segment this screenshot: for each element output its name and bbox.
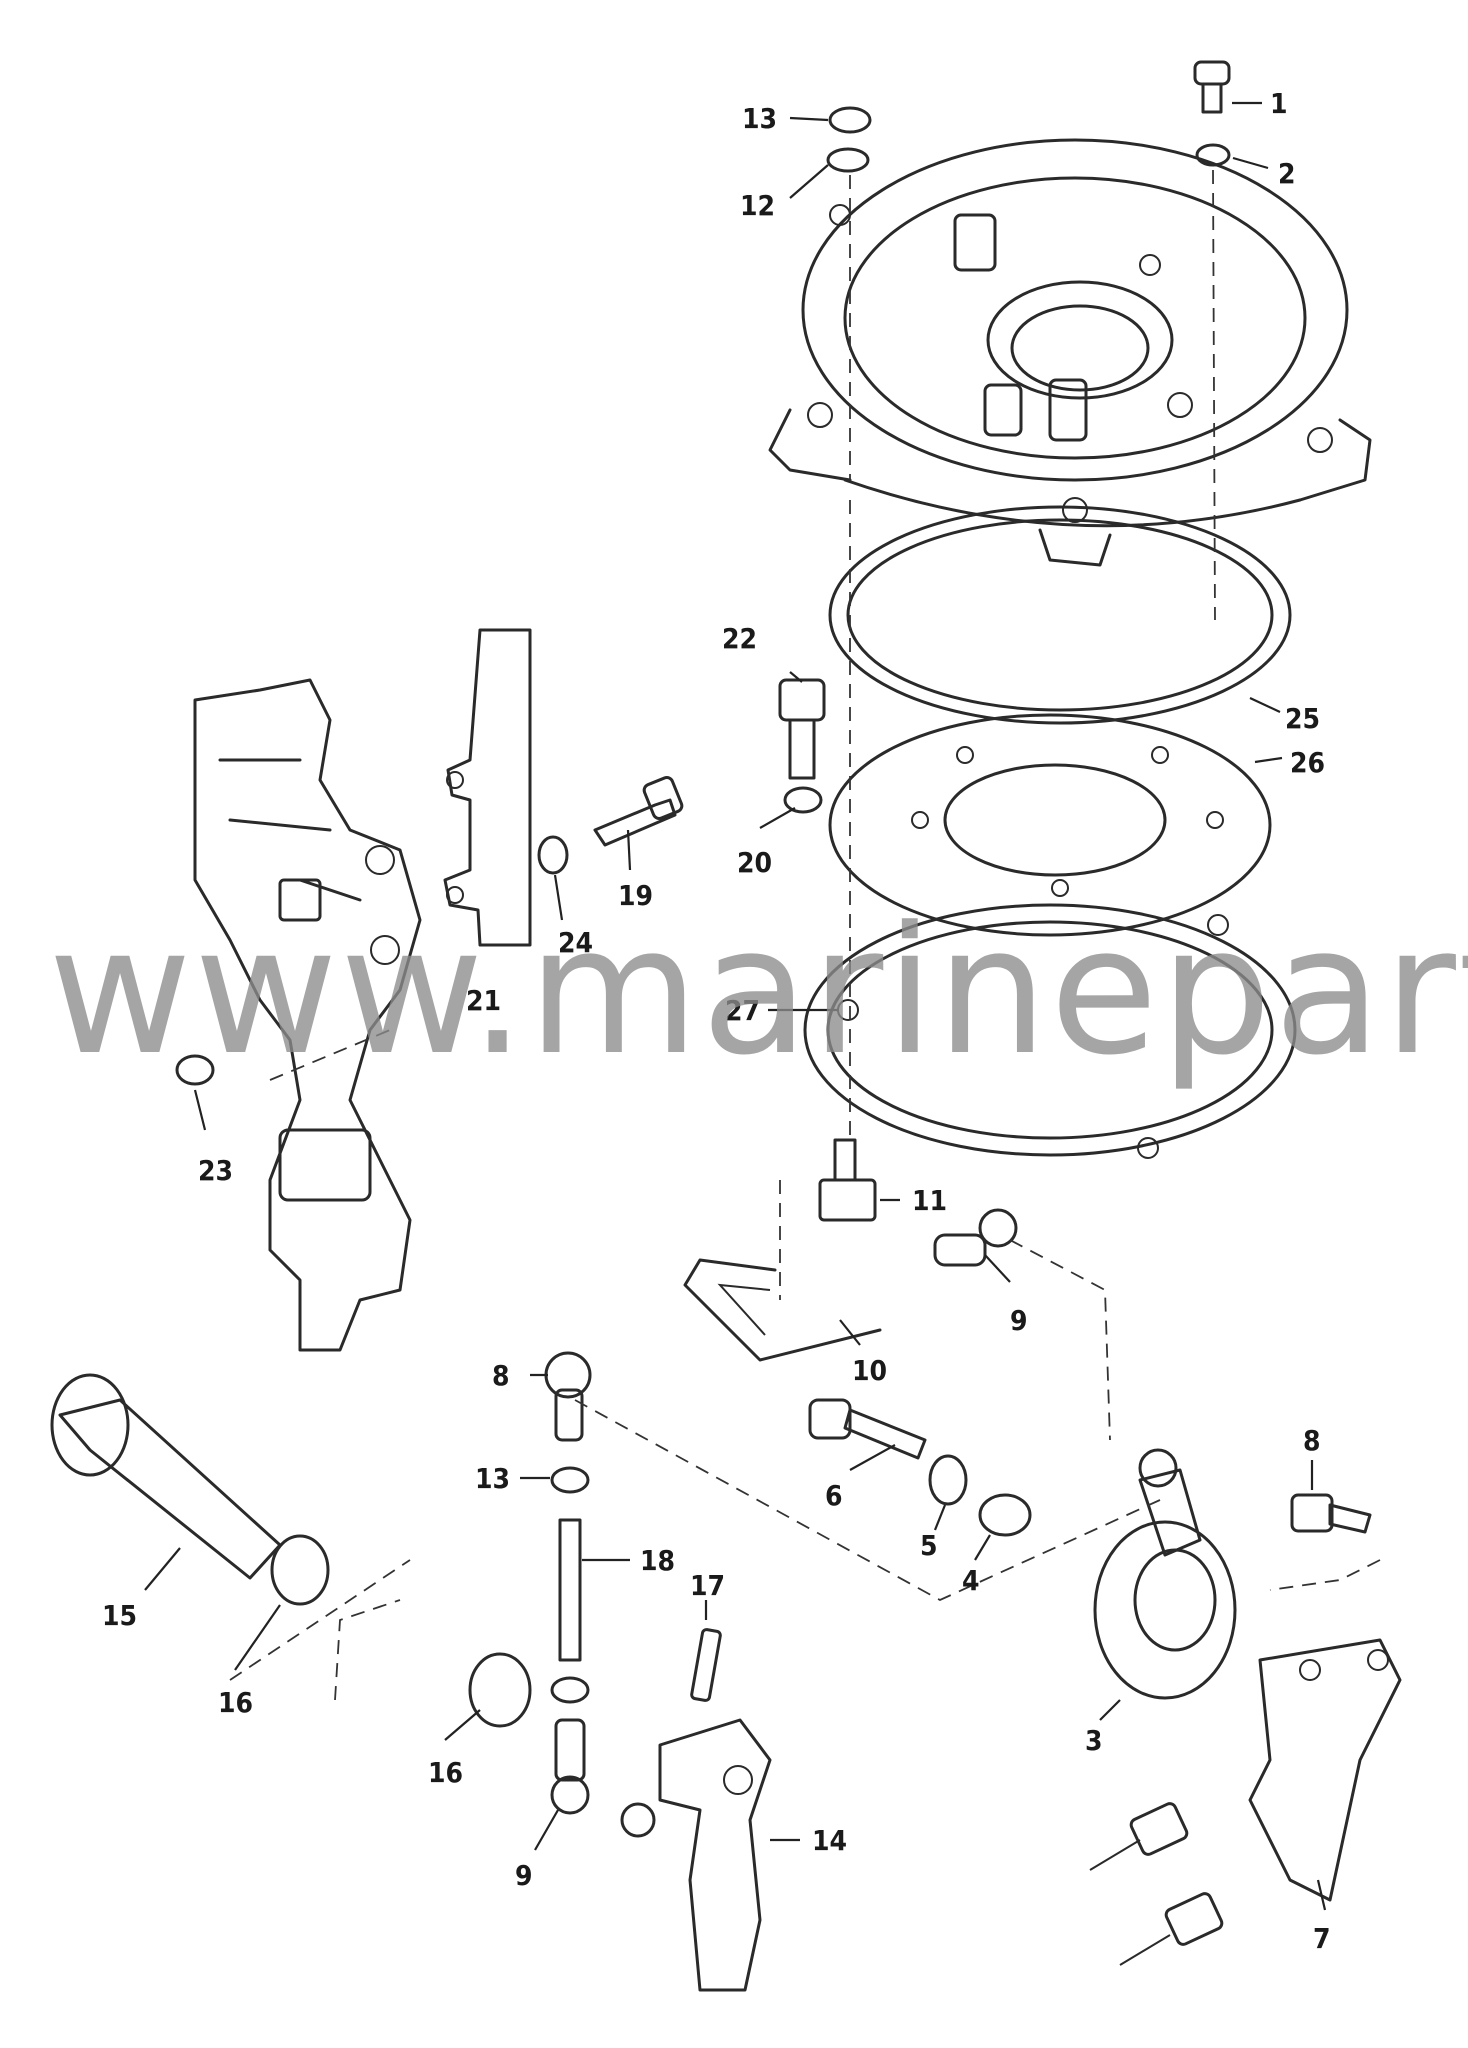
label-6: 6 [825,1479,843,1512]
retaining-ring-25 [828,505,1292,725]
throttle-lever-14 [620,1718,772,1992]
washer-5 [928,1454,968,1506]
label-17: 17 [690,1569,725,1602]
label-27: 27 [725,994,760,1027]
spacer-4 [978,1493,1032,1537]
label-9-lower: 9 [515,1859,533,1892]
label-16-right: 16 [428,1756,463,1789]
switches [1089,1802,1224,1966]
label-2: 2 [1278,157,1296,190]
bolt-6 [808,1398,927,1460]
ball-joint-9-upper [933,1208,1018,1267]
crankcase-fragment [193,678,422,1352]
pin-17 [690,1628,722,1702]
link-rod-10 [683,1258,882,1362]
label-20: 20 [737,846,772,879]
bolt-8-right [1290,1493,1372,1534]
label-8-right: 8 [1303,1424,1321,1457]
washer-24 [537,835,569,875]
screw-1 [1193,60,1231,114]
label-26: 26 [1290,746,1325,779]
label-12: 12 [740,189,775,222]
label-5: 5 [920,1529,938,1562]
ball-joint-9-lower [550,1718,590,1815]
label-1: 1 [1270,87,1288,120]
label-13-top: 13 [742,102,777,135]
bushing-16-left [270,1534,330,1606]
ball-joint-8-mid [544,1351,592,1442]
washer-20 [783,786,823,814]
mounting-plate-7 [1248,1638,1402,1902]
watermark: www.marineparts.eu [48,889,1468,1094]
stator-plate [768,138,1372,567]
gasket-ring-26 [828,713,1272,937]
ring-27 [803,903,1297,1159]
label-25: 25 [1285,702,1320,735]
label-13-mid: 13 [475,1462,510,1495]
label-24: 24 [558,926,593,959]
callout-labels: 1 2 13 12 25 26 22 20 19 24 21 27 23 11 … [102,87,1331,1955]
label-7: 7 [1313,1922,1331,1955]
label-19: 19 [618,879,653,912]
label-9-upper: 9 [1010,1304,1028,1337]
threaded-rod-18 [558,1518,582,1662]
label-15: 15 [102,1599,137,1632]
label-18: 18 [640,1544,675,1577]
washer-2 [1195,143,1231,167]
label-22: 22 [722,622,757,655]
bushing-16-right [468,1652,532,1728]
label-11: 11 [912,1184,947,1217]
label-14: 14 [812,1824,847,1857]
screw-19 [593,776,684,847]
nut-13-lower [550,1676,590,1704]
label-10: 10 [852,1354,887,1387]
label-8-mid: 8 [492,1359,510,1392]
assembly-lines [229,169,1381,1701]
nut-13-mid [550,1466,590,1494]
swivel-11 [818,1138,877,1222]
nut-13-top [828,106,872,134]
label-4: 4 [962,1564,980,1597]
bracket-21 [443,628,532,947]
label-16-left: 16 [218,1686,253,1719]
bolt-22 [778,678,826,780]
label-21: 21 [466,984,501,1017]
label-23: 23 [198,1154,233,1187]
washer-12 [826,147,870,173]
shaft-15 [50,1373,282,1580]
throttle-cam-3 [1093,1448,1237,1700]
link-rod-10-inner [717,1283,771,1336]
nut-23 [175,1054,215,1086]
label-3: 3 [1085,1724,1103,1757]
leader-lines [144,101,1327,1911]
